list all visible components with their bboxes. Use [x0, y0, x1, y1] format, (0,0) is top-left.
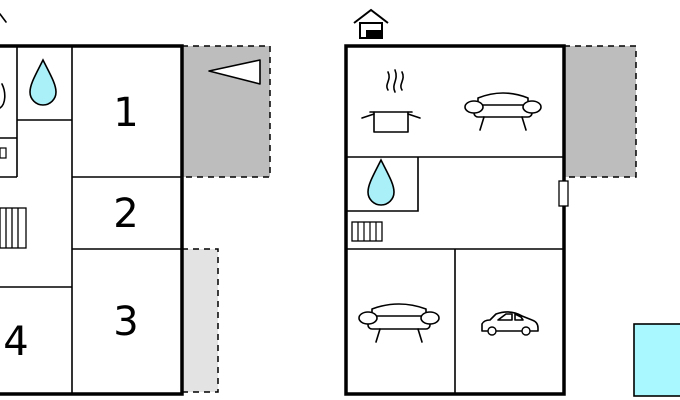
house-icon-partial	[0, 13, 7, 23]
radiator-icon	[351, 221, 383, 242]
wall-bath-box	[346, 157, 419, 212]
car-icon	[481, 311, 539, 336]
left-floor-plan: 1 2 3 4	[0, 13, 271, 396]
room-number-2: 2	[113, 191, 138, 237]
kitchen-pot-icon	[361, 69, 421, 133]
sofa-icon	[358, 303, 440, 343]
sofa-icon	[464, 92, 542, 131]
door-icon	[558, 180, 569, 207]
terrace-left-lower	[181, 248, 219, 393]
room-number-1: 1	[113, 90, 138, 136]
room-number-3: 3	[113, 299, 138, 345]
terrace-direction-icon	[208, 59, 261, 85]
water-drop-icon-partial	[0, 83, 6, 109]
radiator-icon	[0, 207, 27, 249]
fixture-icon	[0, 147, 7, 159]
room-number-4: 4	[3, 319, 28, 365]
terrace-right	[563, 45, 637, 178]
water-drop-icon	[367, 158, 395, 206]
left-outer-wall	[0, 44, 184, 396]
water-drop-icon	[29, 58, 57, 106]
pool-area	[633, 323, 680, 397]
house-floor-icon	[353, 8, 389, 39]
right-floor-plan	[344, 8, 637, 396]
